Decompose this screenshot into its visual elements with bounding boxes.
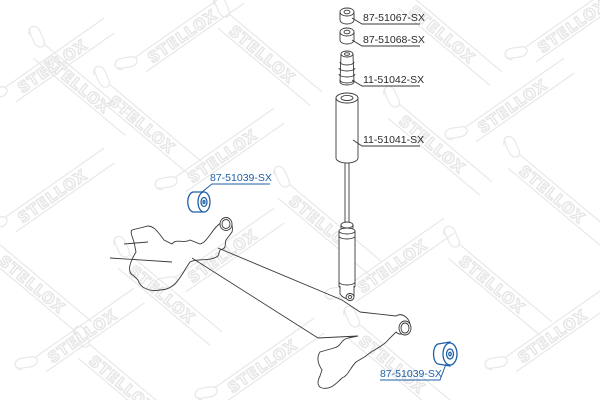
torsion-beam-axle-part (109, 217, 412, 389)
top-mount-lower-part (339, 27, 420, 47)
part-label-beam-bushing-right: 87-51039-SX (380, 368, 442, 380)
part-label-top-mount-lower: 87-51068-SX (363, 34, 425, 46)
top-mount-upper-part (339, 7, 420, 25)
part-label-bump-stop: 11-51042-SX (363, 74, 425, 86)
part-label-dust-boot: 11-51041-SX (363, 134, 425, 146)
dust-boot-part (335, 92, 420, 164)
part-label-beam-bushing-left: 87-51039-SX (210, 172, 272, 184)
part-label-top-mount-upper: 87-51067-SX (363, 12, 425, 24)
beam-bushing-right-part (380, 341, 458, 381)
shock-absorber-part (338, 162, 356, 301)
beam-bushing-left-part (187, 183, 270, 213)
bump-stop-part (338, 50, 420, 87)
